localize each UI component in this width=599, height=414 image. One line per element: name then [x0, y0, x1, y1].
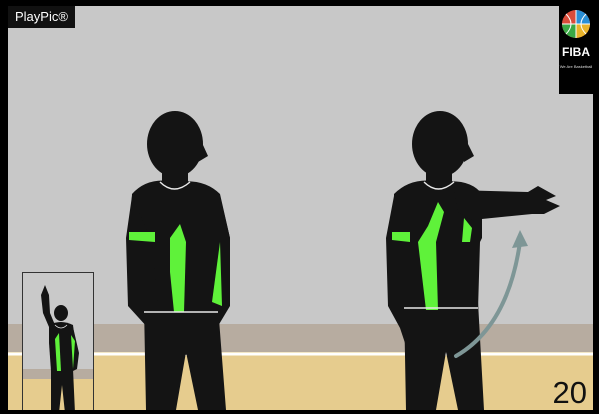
fiba-logo: FIBA We Are Basketball [559, 6, 593, 94]
fiba-ball-icon [561, 9, 591, 39]
brand-label: PlayPic® [8, 6, 75, 28]
inset-referee-arm-raised [23, 273, 93, 410]
baseboard [8, 324, 593, 352]
referee-signal-scene: PlayPic® FIBA We Are Basketball [8, 6, 593, 410]
court-floor [8, 352, 593, 410]
wall [8, 6, 593, 324]
inset-thumbnail [22, 272, 94, 410]
page-number: 20 [553, 376, 587, 410]
fiba-tagline: We Are Basketball [559, 64, 593, 69]
fiba-wordmark: FIBA [559, 45, 593, 59]
scene-svg [8, 6, 593, 410]
